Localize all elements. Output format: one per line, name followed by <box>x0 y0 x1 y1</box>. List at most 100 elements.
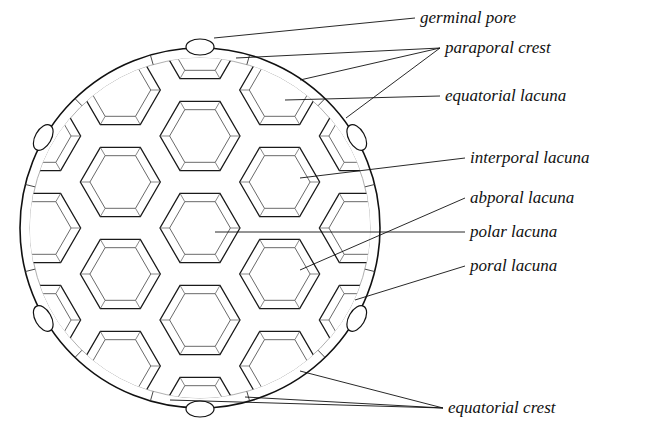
bevel-line <box>21 193 26 201</box>
part-label: poral lacuna <box>470 256 557 276</box>
bevel-line <box>1 136 11 137</box>
bevel-line <box>240 182 250 183</box>
crest-line <box>318 99 325 106</box>
bevel-line <box>310 90 320 91</box>
bevel-line <box>56 193 61 201</box>
lacuna <box>319 193 399 262</box>
bevel-line <box>260 300 265 308</box>
bevel-line <box>319 320 329 321</box>
bevel-line <box>56 346 61 354</box>
bevel-line <box>56 101 61 109</box>
bevel-line <box>295 208 300 216</box>
lacuna-floor <box>329 202 390 255</box>
bevel-line <box>160 228 170 229</box>
leader-line <box>300 158 465 178</box>
lacuna-edge <box>319 285 399 354</box>
bevel-line <box>151 366 161 367</box>
bevel-line <box>339 254 344 262</box>
bevel-line <box>71 136 81 137</box>
bevel-line <box>100 331 105 339</box>
lacuna-floor <box>10 202 71 255</box>
bevel-line <box>260 239 265 247</box>
bevel-line <box>375 162 380 170</box>
bevel-line <box>339 285 344 293</box>
crest-line <box>365 184 375 186</box>
bevel-line <box>230 412 240 413</box>
bevel-line <box>180 254 185 262</box>
bevel-line <box>136 147 141 155</box>
lacuna <box>240 147 320 216</box>
bevel-line <box>295 55 300 63</box>
crest-line <box>25 269 35 271</box>
bevel-line <box>240 366 250 367</box>
crest-line <box>247 55 250 65</box>
bevel-line <box>295 147 300 155</box>
bevel-line <box>56 285 61 293</box>
lacuna-edge <box>319 193 399 262</box>
bevel-line <box>80 90 90 91</box>
germinal-pore <box>29 302 57 334</box>
bevel-line <box>230 228 240 229</box>
lacuna-edge <box>1 101 81 170</box>
lacuna <box>80 331 160 400</box>
leader-line <box>346 48 440 118</box>
bevel-line <box>151 274 161 275</box>
bevel-line <box>136 392 141 400</box>
bevel-line <box>180 9 185 17</box>
part-label: interporal lacuna <box>470 148 589 168</box>
lacuna-floor <box>170 110 231 163</box>
lacuna-edge <box>160 9 240 78</box>
bevel-line <box>215 162 220 170</box>
lacuna-edge <box>160 285 240 354</box>
bevel-line <box>215 70 220 78</box>
lacuna <box>80 55 160 124</box>
leader-line <box>214 18 415 38</box>
bevel-line <box>240 274 250 275</box>
lacuna-floor <box>170 202 231 255</box>
leader-line <box>170 400 443 408</box>
germinal-pore <box>343 302 371 334</box>
leader-line <box>215 232 465 233</box>
bevel-line <box>100 55 105 63</box>
bevel-line <box>151 90 161 91</box>
lacuna <box>160 9 240 78</box>
bevel-line <box>375 346 380 354</box>
leader-line <box>236 48 440 58</box>
bevel-line <box>80 182 90 183</box>
bevel-line <box>215 101 220 109</box>
grain-outline <box>20 48 380 408</box>
bevel-line <box>136 239 141 247</box>
bevel-line <box>230 136 240 137</box>
part-label: germinal pore <box>420 8 516 28</box>
lacuna <box>160 101 240 170</box>
lacuna-floor <box>249 248 310 301</box>
germinal-pore <box>29 121 57 153</box>
leader-line <box>285 96 440 100</box>
bevel-line <box>136 55 141 63</box>
lacuna <box>319 285 399 354</box>
crest-line <box>150 391 153 401</box>
lacuna-edge <box>240 55 320 124</box>
leader-line <box>300 198 465 270</box>
lacuna <box>1 285 81 354</box>
bevel-line <box>71 320 81 321</box>
bevel-line <box>21 346 26 354</box>
bevel-line <box>1 320 11 321</box>
bevel-line <box>180 162 185 170</box>
bevel-line <box>136 300 141 308</box>
germinal-pore <box>186 39 214 55</box>
lacuna <box>319 101 399 170</box>
part-label: abporal lacuna <box>470 188 574 208</box>
lacuna-edge <box>160 377 240 446</box>
bevel-line <box>56 162 61 170</box>
lacuna-floor <box>329 110 390 163</box>
bevel-line <box>80 274 90 275</box>
bevel-line <box>230 320 240 321</box>
lacuna-edge <box>240 331 320 400</box>
bevel-line <box>180 193 185 201</box>
lacuna-floor <box>249 156 310 209</box>
bevel-line <box>230 44 240 45</box>
part-label: paraporal crest <box>445 38 551 58</box>
